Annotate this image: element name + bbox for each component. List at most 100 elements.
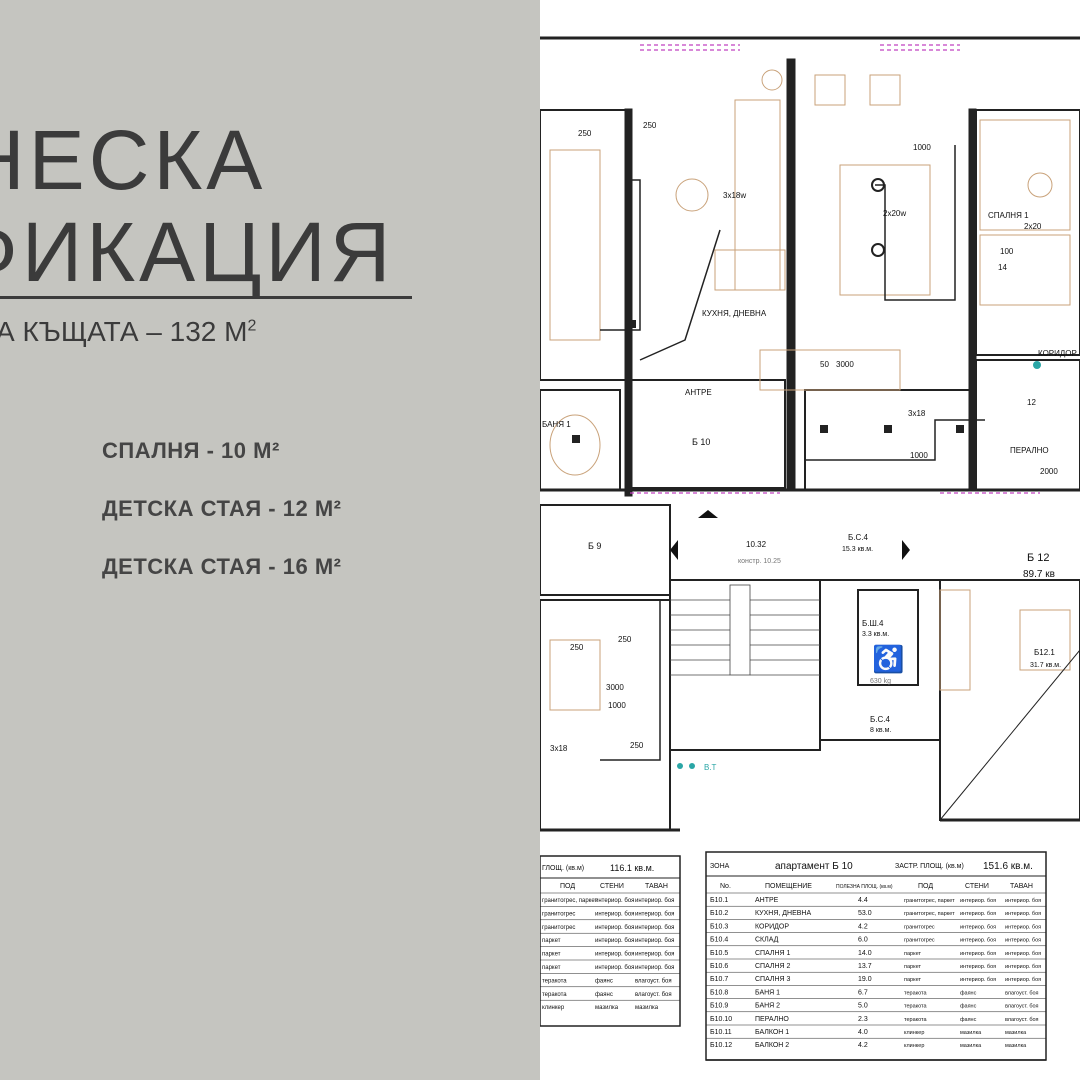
- interior-walls: [540, 109, 1080, 831]
- table-cell: гранитогрес: [904, 938, 935, 944]
- table-cell: интериор. боя: [595, 898, 634, 904]
- circuit-number: 14: [998, 263, 1007, 272]
- table-cell: БАЛКОН 1: [755, 1029, 789, 1036]
- circuit-number: 50: [820, 360, 829, 369]
- table-cell: влагоуст. боя: [635, 992, 672, 998]
- label-entry: АНТРЕ: [685, 388, 712, 397]
- right-col-walls: СТЕНИ: [965, 883, 989, 890]
- table-cell: влагоуст. боя: [635, 978, 672, 984]
- table-cell: СПАЛНЯ 1: [755, 950, 791, 957]
- section-line: [939, 649, 1080, 821]
- label-b12-1-area: 31.7 кв.м.: [1030, 662, 1061, 669]
- circuit-number: 1000: [608, 701, 626, 710]
- left-table-area-label: ГЛОЩ. (кв.м): [542, 865, 584, 872]
- label-bc4b: Б.С.4: [870, 715, 890, 724]
- lamp-label: 3x18: [908, 409, 926, 418]
- furniture: [549, 69, 1071, 711]
- table-cell: мазилка: [595, 1005, 619, 1011]
- table-cell: влагоуст. боя: [1005, 1017, 1039, 1023]
- table-cell: КОРИДОР: [755, 923, 789, 930]
- right-col-floor: ПОД: [918, 883, 933, 890]
- table-cell: интериор. боя: [1005, 977, 1041, 983]
- lamp-label: 3x18w: [723, 191, 746, 200]
- table-cell: интериор. боя: [960, 964, 996, 970]
- table-cell: интериор. боя: [1005, 898, 1041, 904]
- right-table-built-value: 151.6 кв.м.: [983, 861, 1033, 872]
- title-line-2: ФИКАЦИЯ: [0, 205, 395, 299]
- label-corridor: КОРИДОР: [1038, 349, 1077, 358]
- table-cell: 4.0: [858, 1029, 868, 1036]
- circuit-number: 2000: [1040, 467, 1058, 476]
- right-col-ceiling: ТАВАН: [1010, 883, 1033, 890]
- wheelchair-icon: ♿: [857, 589, 919, 686]
- table-cell: интериор. боя: [595, 938, 634, 944]
- title-underline: [0, 296, 412, 299]
- left-col-floor: ПОД: [560, 883, 575, 890]
- label-bc4-area: 15.3 кв.м.: [842, 546, 873, 553]
- lamp-fixtures: [572, 178, 964, 443]
- table-cell: Б10.5: [710, 950, 728, 957]
- label-bsh4-area: 3.3 кв.м.: [862, 631, 889, 638]
- table-cell: интериор. боя: [1005, 951, 1041, 957]
- left-col-ceiling: ТАВАН: [645, 883, 668, 890]
- table-cell: клинкер: [904, 1043, 924, 1049]
- circuit-number: 250: [630, 741, 644, 750]
- table-cell: паркет: [542, 938, 561, 944]
- label-bc4b-area: 8 кв.м.: [870, 727, 891, 734]
- table-cell: теракота: [904, 1004, 927, 1010]
- table-cell: мазилка: [960, 1043, 982, 1049]
- table-cell: интериор. боя: [1005, 964, 1041, 970]
- right-col-room: ПОМЕЩЕНИЕ: [765, 883, 812, 890]
- table-cell: мазилка: [1005, 1030, 1027, 1036]
- table-cell: интериор. боя: [595, 965, 634, 971]
- label-level: 10.32: [746, 540, 767, 549]
- left-col-walls: СТЕНИ: [600, 883, 624, 890]
- subtitle-text: А КЪЩАТА – 132 М: [0, 316, 248, 347]
- title-panel: НЕСКА ФИКАЦИЯ А КЪЩАТА – 132 М2 СПАЛНЯ -…: [0, 0, 540, 1080]
- table-cell: фаянс: [960, 1017, 977, 1023]
- table-cell: БАЛКОН 2: [755, 1042, 789, 1049]
- circuit-number: 1000: [910, 451, 928, 460]
- table-cell: гранитогрес: [542, 925, 575, 931]
- table-cell: клинкер: [542, 1005, 565, 1011]
- window-marks: [630, 44, 1040, 494]
- direction-arrows: [670, 510, 910, 560]
- table-cell: клинкер: [904, 1030, 924, 1036]
- circuit-number: 1000: [913, 143, 931, 152]
- table-cell: паркет: [542, 965, 561, 971]
- table-cell: теракота: [904, 1017, 927, 1023]
- table-cell: интериор. боя: [960, 938, 996, 944]
- room-bedroom-area: СПАЛНЯ - 10 М²: [102, 438, 280, 463]
- finishes-table-right: ЗОНА апартамент Б 10 ЗАСТР. ПЛОЩ. (кв.м)…: [705, 851, 1047, 1061]
- table-cell: 6.0: [858, 937, 868, 944]
- table-cell: мазилка: [635, 1005, 659, 1011]
- table-cell: Б10.12: [710, 1042, 732, 1049]
- switch-points: [677, 361, 1041, 769]
- table-cell: интериор. боя: [960, 951, 996, 957]
- floor-plan-panel: ♿ КУХНЯ, ДНЕВНА СПАЛНЯ 1 КОРИДОР БАНЯ 1 …: [540, 0, 1080, 1080]
- table-cell: БАНЯ 1: [755, 989, 780, 996]
- table-cell: 4.2: [858, 923, 868, 930]
- table-cell: 14.0: [858, 950, 872, 957]
- table-cell: 2.3: [858, 1016, 868, 1023]
- table-cell: интериор. боя: [960, 898, 996, 904]
- table-cell: 19.0: [858, 976, 872, 983]
- right-col-no: No.: [720, 883, 731, 890]
- label-kitchen: КУХНЯ, ДНЕВНА: [702, 309, 767, 318]
- label-laundry: ПЕРАЛНО: [1010, 446, 1049, 455]
- label-bath1: БАНЯ 1: [542, 420, 571, 429]
- table-cell: теракота: [542, 978, 567, 984]
- table-cell: СПАЛНЯ 3: [755, 976, 791, 983]
- table-cell: интериор. боя: [1005, 924, 1041, 930]
- house-area-subtitle: А КЪЩАТА – 132 М2: [0, 316, 256, 348]
- table-cell: гранитогрес, паркет: [904, 898, 955, 904]
- table-cell: 5.0: [858, 1003, 868, 1010]
- label-level-constr: констр. 10.25: [738, 558, 781, 565]
- floor-plan-drawing: ♿ КУХНЯ, ДНЕВНА СПАЛНЯ 1 КОРИДОР БАНЯ 1 …: [540, 36, 1080, 1061]
- right-table-title: апартамент Б 10: [775, 861, 853, 872]
- circuit-number: 3000: [836, 360, 854, 369]
- table-cell: фаянс: [595, 992, 613, 998]
- circuit-number: 12: [1027, 398, 1036, 407]
